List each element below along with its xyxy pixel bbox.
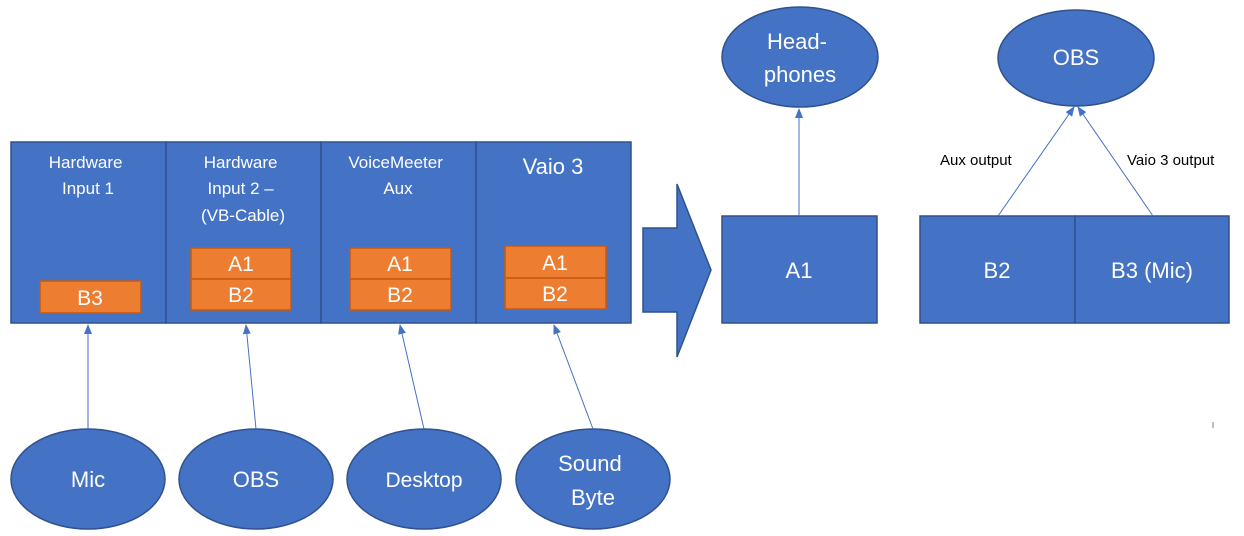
column-title-hardware-input-1: Hardware Input 1 [49, 153, 127, 198]
chip-label-a1-aux: A1 [387, 253, 413, 276]
chip-a1-vaio3 [504, 245, 607, 279]
connector-b2-to-obs [997, 106, 1075, 217]
column-title-hardware-input-2: Hardware Input 2 – (VB-Cable) [201, 153, 285, 225]
chip-b2-vaio3 [504, 277, 607, 310]
source-mic-label: Mic [71, 467, 105, 492]
chip-b2-hw2 [190, 278, 292, 311]
chip-label-a1-hw2: A1 [228, 253, 254, 276]
output-b2-box [919, 215, 1076, 324]
headphones-node [721, 6, 879, 108]
headphones-label: Head- phones [764, 29, 836, 87]
output-b2-label: B2 [984, 258, 1011, 283]
output-b3-label: B3 (Mic) [1111, 258, 1193, 283]
chip-b3-hw1 [39, 280, 142, 314]
aux-output-label: Aux output [940, 152, 1013, 169]
column-title-vaio-3: Vaio 3 [523, 154, 584, 179]
output-a1-box [721, 215, 878, 324]
source-desktop-label: Desktop [385, 469, 462, 492]
obs-output-label: OBS [1053, 45, 1099, 70]
connector-obs-to-hw2 [242, 324, 257, 430]
output-b3-box [1074, 215, 1230, 324]
connector-b3-to-obs [1077, 106, 1154, 217]
chip-label-b3-hw1: B3 [77, 287, 103, 310]
source-obs-label: OBS [233, 467, 279, 492]
chip-a1-aux [349, 247, 452, 280]
output-a1-label: A1 [786, 258, 813, 283]
mixer-strip: Hardware Input 1 Hardware Input 2 – (VB-… [10, 141, 632, 324]
chip-label-b2-vaio3: B2 [542, 283, 568, 306]
connector-sound-byte-to-vaio3 [553, 324, 594, 430]
obs-output-node [997, 9, 1155, 107]
column-title-voicemeeter-aux: VoiceMeeter Aux [348, 153, 447, 198]
vaio3-output-label: Vaio 3 output [1127, 152, 1215, 169]
chip-label-a1-vaio3: A1 [542, 252, 568, 275]
chip-a1-hw2 [190, 247, 292, 280]
chip-label-b2-hw2: B2 [228, 284, 254, 307]
routing-arrow-shape [642, 183, 712, 358]
connector-desktop-to-aux [398, 324, 425, 430]
chip-b2-aux [349, 278, 452, 311]
source-sound-byte-label: Sound Byte [558, 451, 628, 510]
source-sound-byte-node [515, 428, 671, 530]
chip-label-b2-aux: B2 [387, 284, 413, 307]
